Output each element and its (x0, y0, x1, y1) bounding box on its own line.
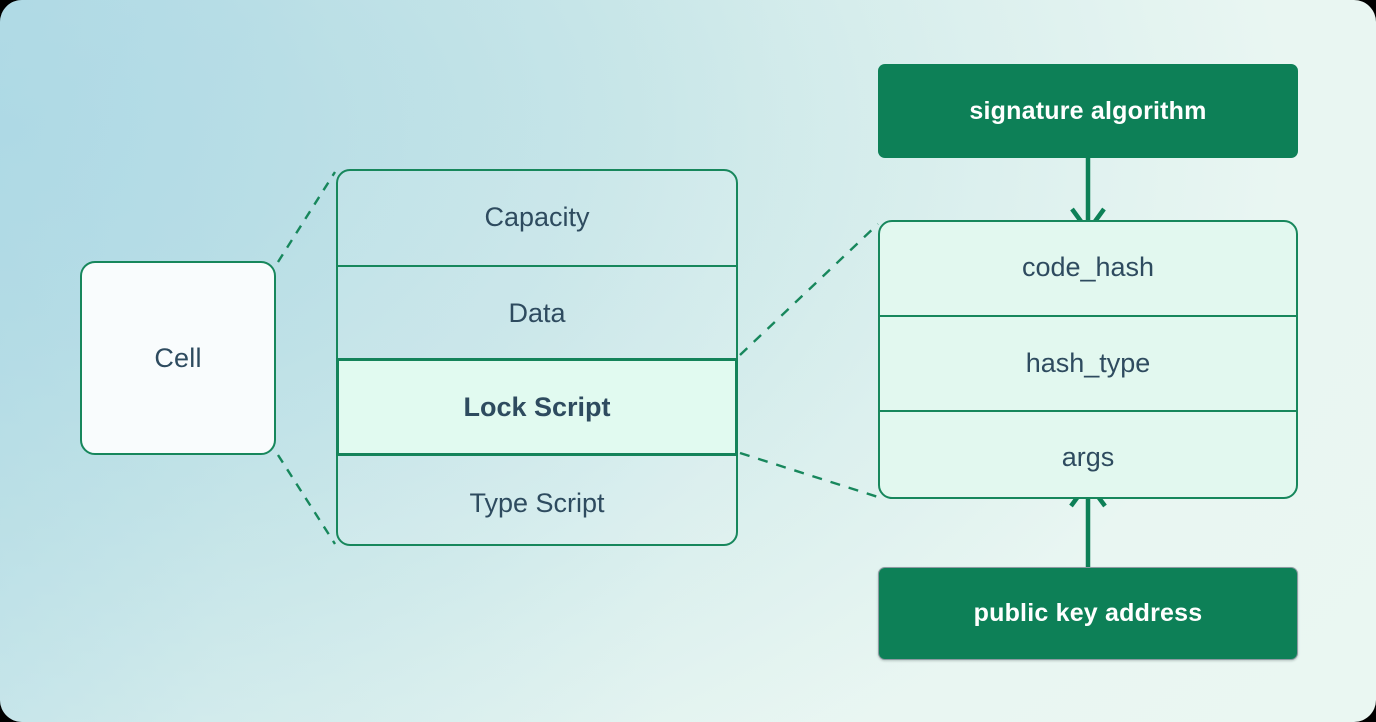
connector-cell-to-fields-top (276, 171, 337, 263)
cell-fields-panel: Capacity Data Lock Script Type Script (336, 169, 738, 546)
cell-label: Cell (154, 342, 202, 373)
script-field-label-args: args (1061, 442, 1115, 472)
annotation-label-public-key-address: public key address (973, 599, 1203, 627)
cell-field-row-capacity: Capacity (336, 169, 738, 265)
cell-field-row-type-script: Type Script (336, 456, 738, 550)
script-field-row-hash-type: hash_type (878, 315, 1298, 410)
annotation-public-key-address: public key address (878, 567, 1298, 660)
connector-lock-to-script-bottom (739, 451, 879, 499)
cell-field-label-lock-script: Lock Script (463, 391, 611, 422)
connector-lock-to-script-top (739, 223, 879, 356)
cell-field-label-type-script: Type Script (469, 487, 605, 518)
cell-field-label-data: Data (508, 298, 566, 328)
script-field-row-args: args (878, 410, 1298, 503)
script-fields-panel: code_hash hash_type args (878, 220, 1298, 499)
connector-cell-to-fields-bottom (276, 454, 337, 545)
script-field-row-code-hash: code_hash (878, 220, 1298, 315)
cell-field-label-capacity: Capacity (484, 201, 590, 232)
script-field-label-hash-type: hash_type (1025, 348, 1151, 378)
annotation-signature-algorithm: signature algorithm (878, 64, 1298, 158)
script-field-label-code-hash: code_hash (1021, 252, 1155, 282)
cell-box: Cell (80, 261, 276, 455)
cell-field-row-lock-script: Lock Script (336, 358, 738, 456)
annotation-label-signature-algorithm: signature algorithm (969, 96, 1207, 125)
cell-field-row-data: Data (336, 265, 738, 360)
